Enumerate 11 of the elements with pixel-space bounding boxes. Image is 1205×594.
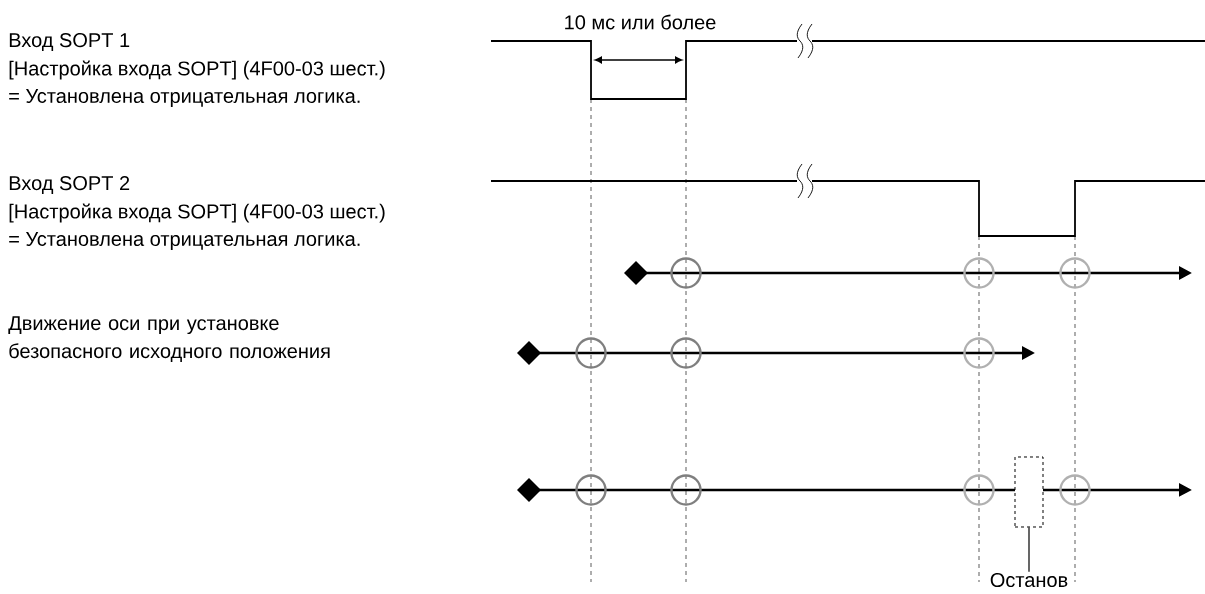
signal-description: [Настройка входа SOPT] (4F00-03 шест.) xyxy=(9,60,385,80)
leader-line xyxy=(1028,526,1030,573)
signal-description: = Установлена отрицательная логика. xyxy=(9,232,360,250)
stop-box xyxy=(1014,456,1044,528)
dimension-label: 10 мс или более xyxy=(565,14,716,30)
axis-motion-label: Движение оси при установке безопасного исходного положения xyxy=(8,316,330,362)
signal-description: [Настройка входа SOPT] (4F00-03 шест.) xyxy=(9,203,385,223)
stop-label: Останов xyxy=(990,572,1068,588)
signal-label: Вход SOPT 1 xyxy=(9,33,130,51)
signal-label: Вход SOPT 2 xyxy=(9,176,130,194)
signal-description: = Установлена отрицательная логика. xyxy=(9,89,360,107)
